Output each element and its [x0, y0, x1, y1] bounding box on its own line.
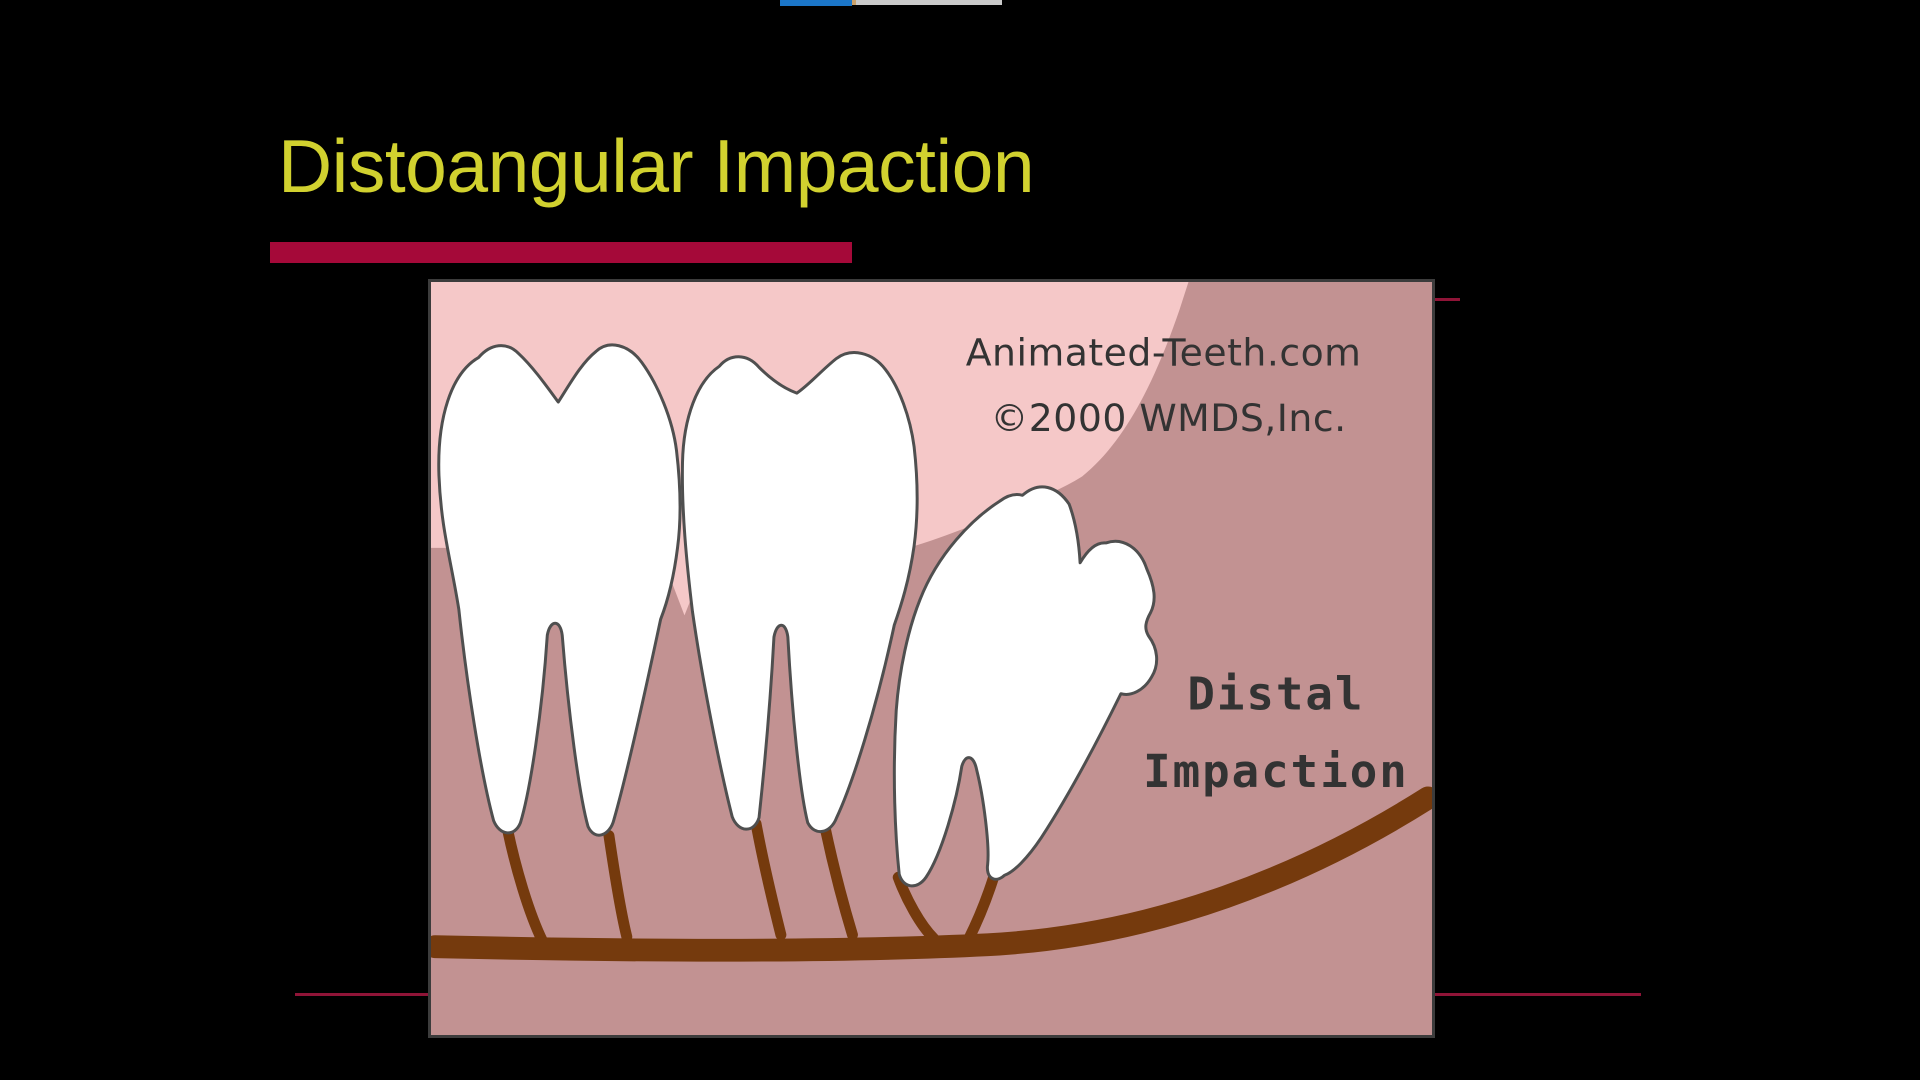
- tooth-first-molar: [437, 343, 682, 837]
- nerve-canal-group: [431, 786, 1432, 962]
- title-underline-bar: [270, 242, 852, 263]
- top-edge-blue-bar: [780, 0, 852, 6]
- dental-impaction-diagram: Animated-Teeth.com ©2000 WMDS,Inc. Dista…: [428, 279, 1435, 1038]
- label-distal: Distal: [1187, 668, 1364, 721]
- watermark-text: Animated-Teeth.com: [966, 330, 1362, 374]
- top-edge-gray-bar: [856, 0, 1002, 5]
- tooth-second-molar: [680, 351, 919, 833]
- figure-annotations: Animated-Teeth.com ©2000 WMDS,Inc. Dista…: [966, 330, 1409, 798]
- label-impaction: Impaction: [1143, 745, 1409, 798]
- top-edge-tan-bar: [852, 0, 856, 5]
- root-canal-line: [963, 871, 1000, 945]
- root-canal-line: [603, 830, 633, 943]
- root-canal-line: [819, 820, 858, 941]
- slide-title: Distoangular Impaction: [278, 124, 1035, 208]
- guide-line-bottom-left: [295, 993, 428, 996]
- guide-line-top-right: [1434, 298, 1460, 301]
- copyright-text: ©2000 WMDS,Inc.: [991, 396, 1347, 440]
- root-canal-line: [750, 818, 787, 941]
- root-canal-line: [502, 824, 548, 947]
- guide-line-bottom-right: [1434, 993, 1641, 996]
- root-canal-line: [892, 871, 940, 945]
- nerve-canal-line: [431, 786, 1432, 962]
- tooth-impacted-wisdom: [892, 485, 1159, 888]
